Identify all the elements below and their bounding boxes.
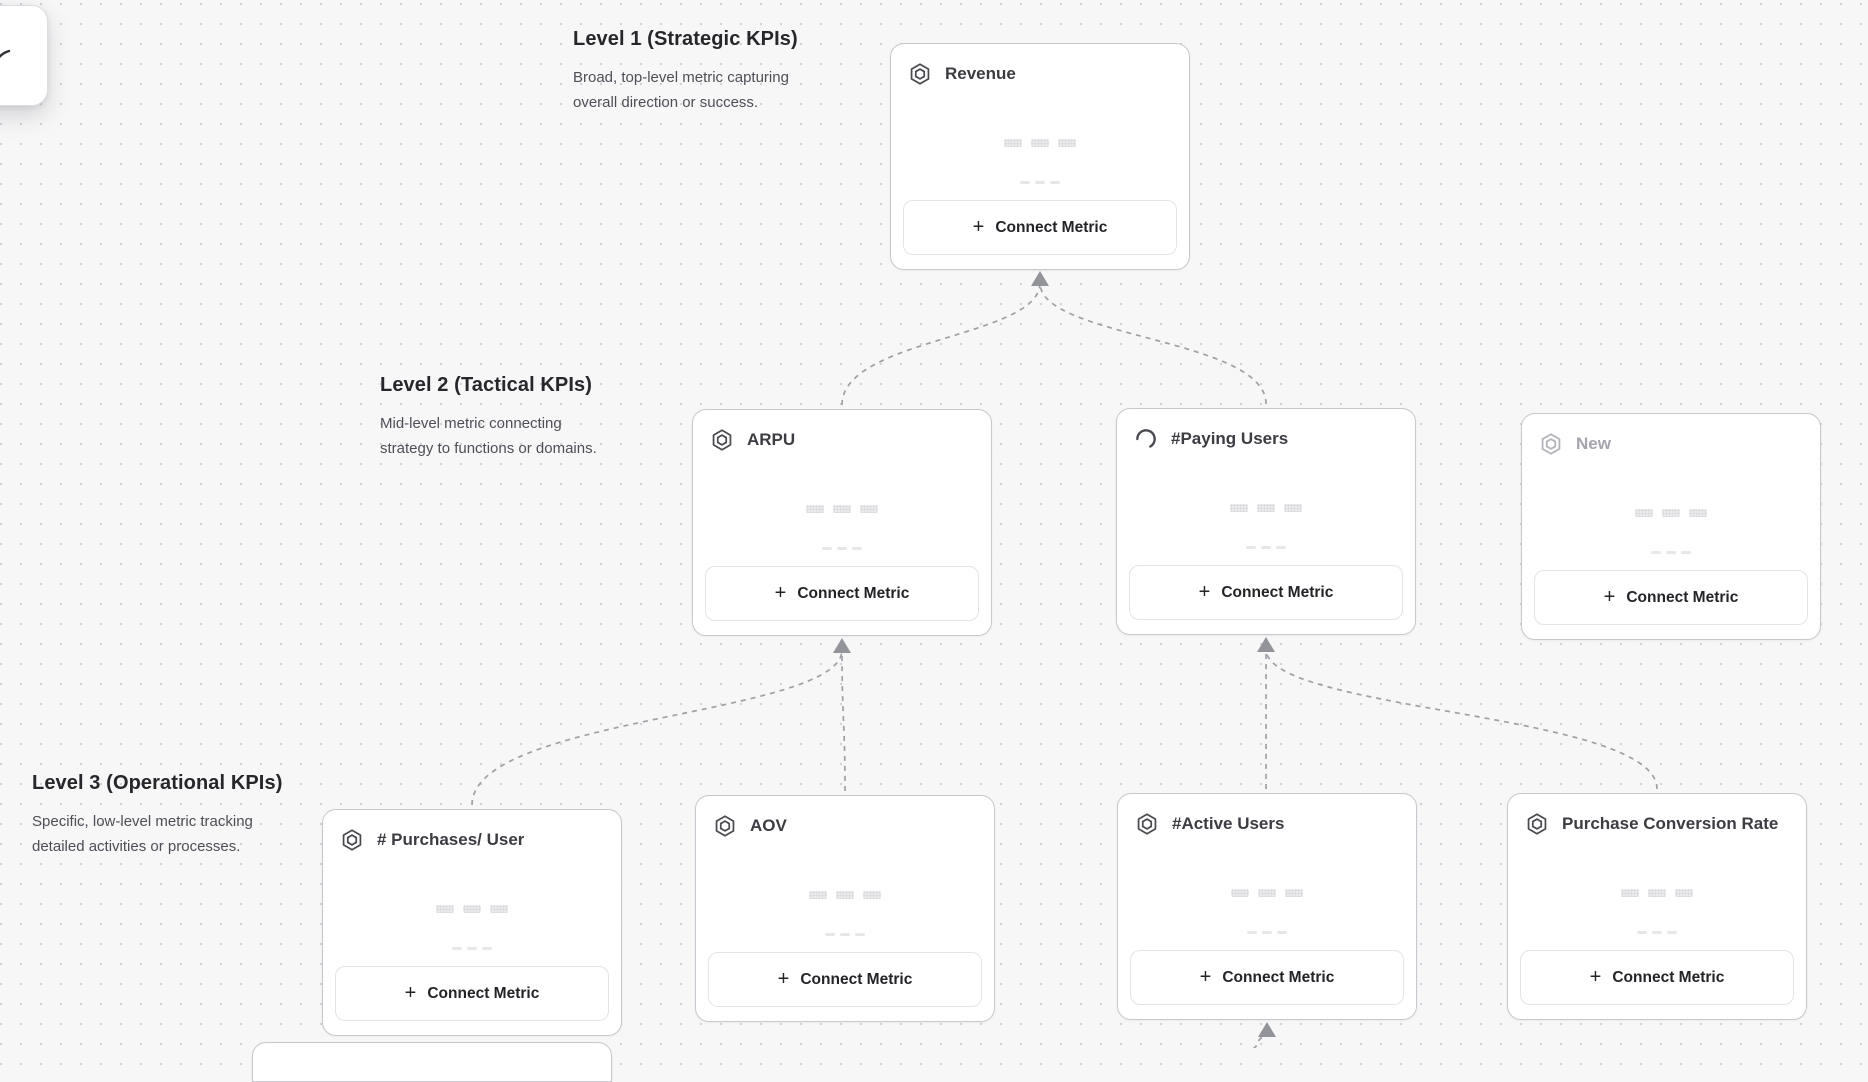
connect-metric-label: Connect Metric xyxy=(800,970,913,988)
chart-placeholder-dashes xyxy=(1117,546,1415,549)
card-header: #Paying Users xyxy=(1117,409,1415,452)
edge-payingusers-to-revenue xyxy=(1039,282,1267,405)
metric-title: AOV xyxy=(750,816,787,835)
metric-node-new[interactable]: New + Connect Metric xyxy=(1521,413,1821,640)
chart-placeholder-bars xyxy=(696,891,994,899)
connect-metric-button[interactable]: + Connect Metric xyxy=(903,200,1177,255)
metric-title: # Purchases/ User xyxy=(377,830,525,849)
level-1-description: Broad, top-level metric capturing overal… xyxy=(573,69,789,111)
connect-metric-button[interactable]: + Connect Metric xyxy=(705,566,979,621)
chart-placeholder-dashes xyxy=(323,947,621,950)
card-header: Revenue xyxy=(891,44,1189,87)
edge-purchases-to-arpu xyxy=(471,649,843,806)
arrowhead-revenue xyxy=(1031,271,1049,286)
level-3-heading: Level 3 (Operational KPIs) Specific, low… xyxy=(32,772,282,859)
hexagon-metric-icon xyxy=(1527,813,1547,835)
connect-metric-label: Connect Metric xyxy=(427,984,540,1002)
chart-placeholder-bars xyxy=(1508,889,1806,897)
plus-icon: + xyxy=(1199,965,1212,988)
card-header: Purchase Conversion Rate xyxy=(1508,794,1806,837)
level-1-title: Level 1 (Strategic KPIs) xyxy=(573,28,798,50)
card-header: ARPU xyxy=(693,410,991,453)
toolbar-panel[interactable] xyxy=(0,5,48,106)
hexagon-metric-icon xyxy=(1137,813,1157,835)
plus-icon: + xyxy=(1589,965,1602,988)
connect-metric-button[interactable]: + Connect Metric xyxy=(708,952,982,1007)
chart-placeholder-bars xyxy=(1118,889,1416,897)
level-2-description: Mid-level metric connecting strategy to … xyxy=(380,415,597,457)
connect-metric-button[interactable]: + Connect Metric xyxy=(1130,950,1404,1005)
connect-metric-label: Connect Metric xyxy=(995,218,1108,236)
metric-title: #Active Users xyxy=(1172,814,1285,833)
level-1-heading: Level 1 (Strategic KPIs) Broad, top-leve… xyxy=(573,28,798,115)
hexagon-metric-icon xyxy=(1541,433,1561,455)
plus-icon: + xyxy=(404,981,417,1004)
chart-placeholder-dashes xyxy=(1522,551,1820,554)
chart-placeholder-bars xyxy=(323,905,621,913)
connect-metric-button[interactable]: + Connect Metric xyxy=(1520,950,1794,1005)
chart-placeholder-dashes xyxy=(696,933,994,936)
arrowhead-payingusers xyxy=(1257,637,1275,652)
chart-placeholder-bars xyxy=(1522,509,1820,517)
connect-metric-label: Connect Metric xyxy=(797,584,910,602)
connect-metric-label: Connect Metric xyxy=(1222,968,1335,986)
metric-node-aov[interactable]: AOV + Connect Metric xyxy=(695,795,995,1022)
chart-placeholder-dashes xyxy=(693,547,991,550)
connect-metric-button[interactable]: + Connect Metric xyxy=(335,966,609,1021)
card-header: # Purchases/ User xyxy=(323,810,621,853)
plus-icon: + xyxy=(777,967,790,990)
hexagon-metric-icon xyxy=(712,429,732,451)
connect-metric-label: Connect Metric xyxy=(1626,588,1739,606)
metric-title: #Paying Users xyxy=(1171,429,1289,448)
hexagon-metric-icon xyxy=(715,815,735,837)
metric-node-arpu[interactable]: ARPU + Connect Metric xyxy=(692,409,992,636)
arrowhead-activeusers xyxy=(1258,1022,1276,1037)
card-header: New xyxy=(1522,414,1820,457)
plus-icon: + xyxy=(972,215,985,238)
edge-pcr-to-payingusers xyxy=(1265,648,1658,790)
edge-arpu-to-revenue xyxy=(841,282,1041,406)
edge-aov-to-arpu xyxy=(841,649,846,792)
metric-node-paying-users[interactable]: #Paying Users + Connect Metric xyxy=(1116,408,1416,635)
metric-title: Revenue xyxy=(945,64,1016,83)
metric-title: ARPU xyxy=(747,430,796,449)
connect-metric-button[interactable]: + Connect Metric xyxy=(1534,570,1808,625)
plus-icon: + xyxy=(1603,585,1616,608)
chart-placeholder-dashes xyxy=(1118,931,1416,934)
card-header: AOV xyxy=(696,796,994,839)
metric-title: New xyxy=(1576,434,1611,453)
connect-metric-button[interactable]: + Connect Metric xyxy=(1129,565,1403,620)
plus-icon: + xyxy=(1198,580,1211,603)
arrowhead-arpu xyxy=(833,638,851,653)
metric-node-active-users[interactable]: #Active Users + Connect Metric xyxy=(1117,793,1417,1020)
connect-metric-label: Connect Metric xyxy=(1612,968,1725,986)
level-2-heading: Level 2 (Tactical KPIs) Mid-level metric… xyxy=(380,374,597,461)
level-3-description: Specific, low-level metric tracking deta… xyxy=(32,813,253,855)
connect-metric-label: Connect Metric xyxy=(1221,583,1334,601)
edge-offscreen-to-activeusers xyxy=(1252,1036,1264,1048)
chart-placeholder-dashes xyxy=(891,181,1189,184)
card-header: #Active Users xyxy=(1118,794,1416,837)
metric-node-revenue[interactable]: Revenue + Connect Metric xyxy=(890,43,1190,270)
metric-title: Purchase Conversion Rate xyxy=(1562,814,1779,833)
cursor-icon xyxy=(0,49,11,59)
metric-node-partial-offscreen[interactable] xyxy=(252,1042,612,1082)
metric-node-purchase-conversion-rate[interactable]: Purchase Conversion Rate + Connect Metri… xyxy=(1507,793,1807,1020)
hexagon-metric-icon xyxy=(910,63,930,85)
hexagon-metric-icon xyxy=(342,829,362,851)
plus-icon: + xyxy=(774,581,787,604)
level-2-title: Level 2 (Tactical KPIs) xyxy=(380,374,593,396)
loading-spinner-icon xyxy=(1136,429,1156,448)
chart-placeholder-bars xyxy=(693,505,991,513)
metric-node-purchases-per-user[interactable]: # Purchases/ User + Connect Metric xyxy=(322,809,622,1036)
chart-placeholder-bars xyxy=(1117,504,1415,512)
level-3-title: Level 3 (Operational KPIs) xyxy=(32,772,283,794)
chart-placeholder-dashes xyxy=(1508,931,1806,934)
chart-placeholder-bars xyxy=(891,139,1189,147)
